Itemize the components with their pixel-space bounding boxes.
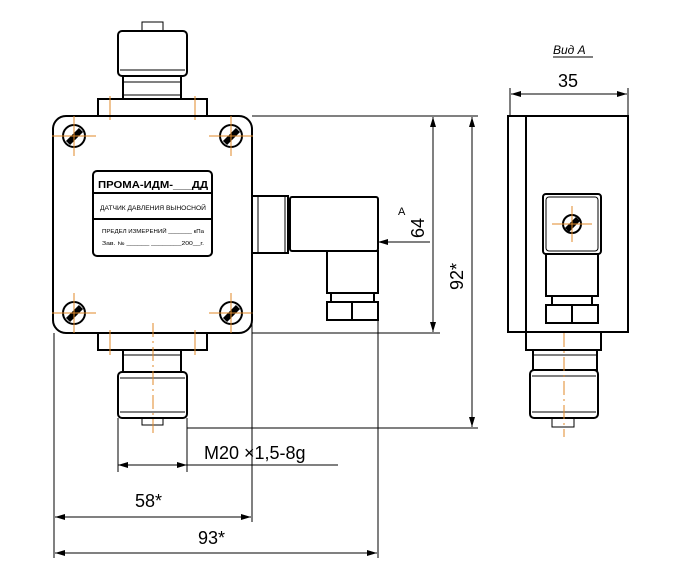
dim-total-width: 93* — [198, 528, 225, 548]
view-marker: А — [398, 206, 406, 218]
screw-icon — [209, 293, 253, 333]
nameplate-range: ПРЕДЕЛ ИЗМЕРЕНИЙ _______ кПа — [102, 227, 204, 235]
housing-body — [52, 115, 253, 334]
nameplate: ПРОМА-ИДМ-___ДД ДАТЧИК ДАВЛЕНИЯ ВЫНОСНОЙ… — [92, 170, 213, 257]
cable-connector — [251, 195, 379, 321]
dim-connector-height: 64 — [408, 218, 428, 238]
view-a-label: Вид А — [553, 43, 586, 57]
dim-side-width: 35 — [558, 71, 578, 91]
screw-icons — [52, 116, 253, 333]
nameplate-serial: Зав. № ______ ________200__г. — [102, 241, 204, 247]
screw-icon — [52, 293, 96, 333]
screw-icon — [552, 206, 592, 242]
top-fitting — [97, 21, 208, 120]
dim-total-height: 92* — [447, 263, 467, 290]
front-view: ПРОМА-ИДМ-___ДД ДАТЧИК ДАВЛЕНИЯ ВЫНОСНОЙ… — [52, 21, 379, 437]
dim-thread: M20 ×1,5-8g — [204, 443, 306, 463]
nameplate-model: ПРОМА-ИДМ-___ДД — [98, 180, 208, 191]
screw-icon — [209, 116, 253, 156]
side-view-a: Вид А 35 — [507, 43, 629, 437]
screw-icon — [52, 116, 96, 156]
nameplate-description: ДАТЧИК ДАВЛЕНИЯ ВЫНОСНОЙ — [100, 203, 206, 212]
dim-body-width: 58* — [135, 491, 162, 511]
bottom-fitting — [97, 323, 208, 437]
dimensions: А 64 92* M20 ×1,5-8g 58* 93* — [53, 115, 478, 558]
